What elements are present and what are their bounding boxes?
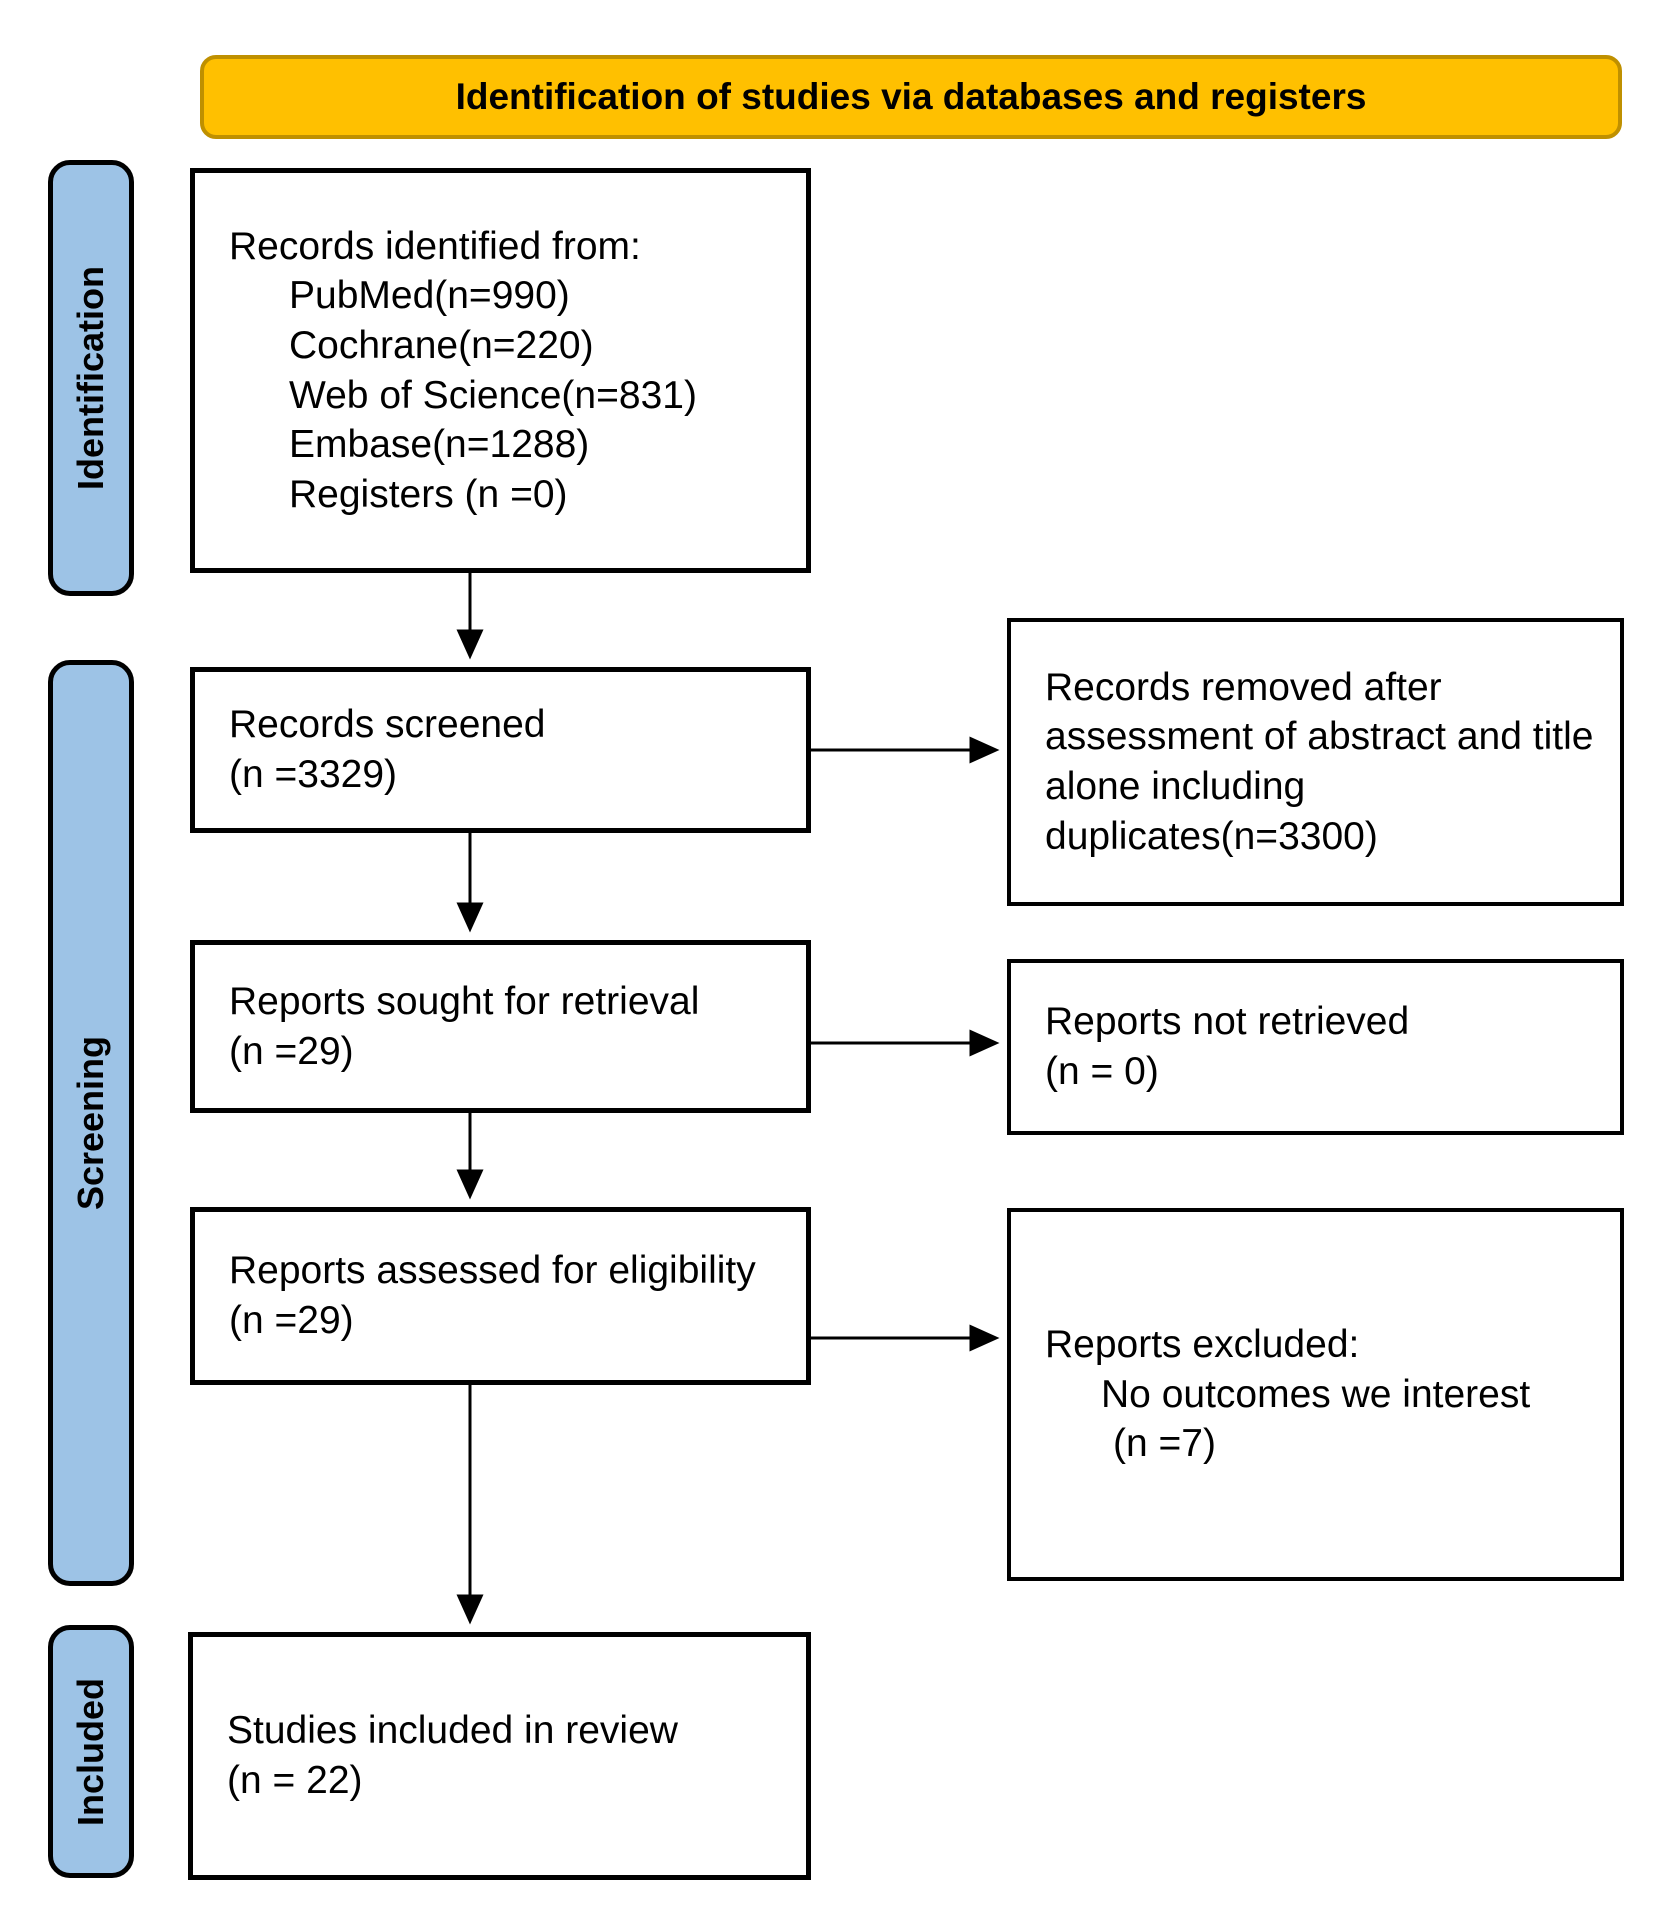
records-removed-line-2: assessment of abstract and title <box>1045 715 1594 759</box>
reports-excluded-count: (n =7) <box>1113 1422 1216 1466</box>
box-reports-sought: Reports sought for retrieval (n =29) <box>190 940 811 1113</box>
reports-excluded-label: Reports excluded: <box>1045 1323 1360 1367</box>
reports-sought-label: Reports sought for retrieval <box>229 979 700 1023</box>
reports-assessed-label: Reports assessed for eligibility <box>229 1249 756 1293</box>
box-studies-included: Studies included in review (n = 22) <box>188 1632 811 1880</box>
stage-included: Included <box>48 1625 134 1878</box>
stage-screening-label: Screening <box>70 1035 111 1211</box>
box-reports-not-retrieved: Reports not retrieved (n = 0) <box>1007 959 1624 1135</box>
stage-included-label: Included <box>70 1677 112 1826</box>
source-web-of-science: Web of Science(n=831) <box>289 373 697 417</box>
diagram-title: Identification of studies via databases … <box>455 76 1367 117</box>
box-reports-assessed: Reports assessed for eligibility (n =29) <box>190 1207 811 1385</box>
box-records-removed: Records removed after assessment of abst… <box>1007 618 1624 906</box>
reports-not-retrieved-label: Reports not retrieved <box>1045 1000 1410 1044</box>
records-removed-line-1: Records removed after <box>1045 665 1442 709</box>
records-screened-count: (n =3329) <box>229 753 398 796</box>
stage-identification-label: Identification <box>70 266 111 490</box>
source-cochrane: Cochrane(n=220) <box>289 323 594 367</box>
records-removed-line-3: alone including <box>1045 765 1306 808</box>
source-registers: Registers (n =0) <box>289 472 568 516</box>
reports-assessed-count: (n =29) <box>229 1299 354 1342</box>
stage-identification: Identification <box>48 160 134 596</box>
studies-included-count: (n = 22) <box>227 1759 363 1802</box>
reports-excluded-reason: No outcomes we interest <box>1101 1372 1531 1416</box>
reports-sought-count: (n =29) <box>229 1029 354 1073</box>
studies-included-label: Studies included in review <box>227 1709 678 1753</box>
box-records-identified: Records identified from: PubMed(n=990) C… <box>190 168 811 573</box>
reports-not-retrieved-count: (n = 0) <box>1045 1050 1159 1093</box>
records-identified-title: Records identified from: <box>229 224 641 268</box>
records-screened-label: Records screened <box>229 703 546 747</box>
stage-screening: Screening <box>48 660 134 1586</box>
diagram-title-banner: Identification of studies via databases … <box>200 55 1622 139</box>
box-records-screened: Records screened (n =3329) <box>190 667 811 833</box>
source-pubmed: PubMed(n=990) <box>289 274 570 318</box>
records-removed-line-4: duplicates(n=3300) <box>1045 814 1378 858</box>
box-reports-excluded: Reports excluded: No outcomes we interes… <box>1007 1208 1624 1581</box>
source-embase: Embase(n=1288) <box>289 423 590 467</box>
